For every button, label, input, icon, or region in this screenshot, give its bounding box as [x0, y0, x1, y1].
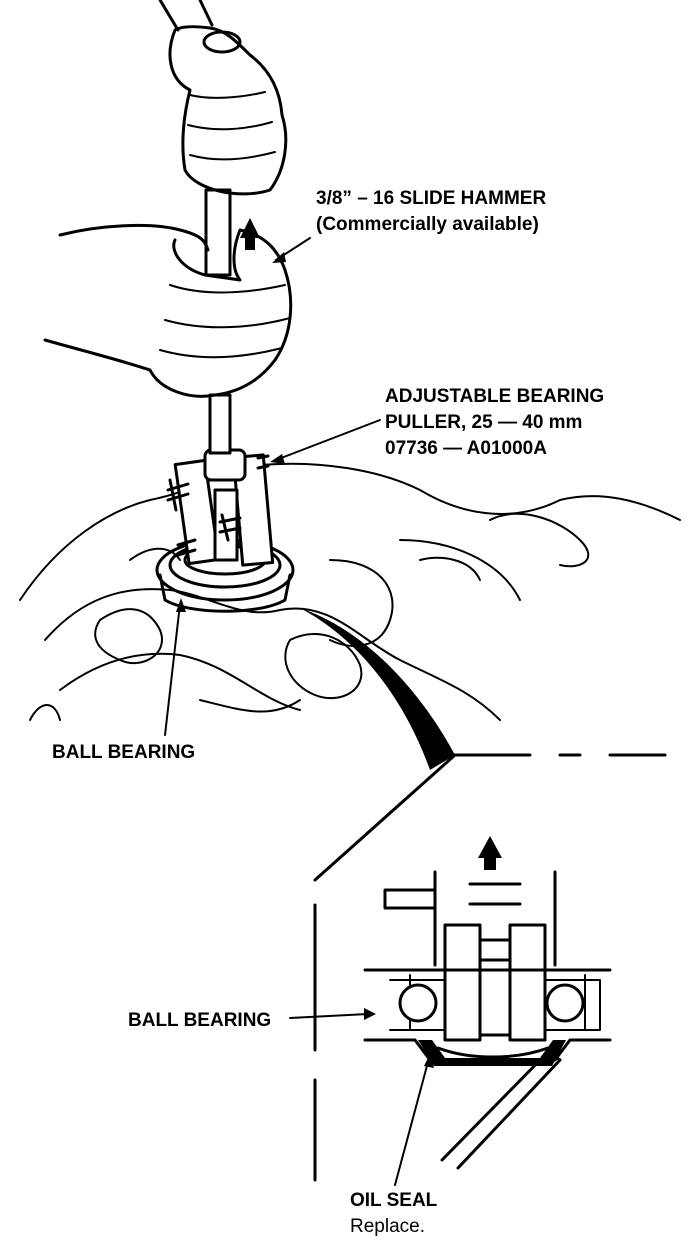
- slide-hammer-leader: [272, 237, 311, 263]
- transmission-case-outline: [19, 462, 681, 721]
- slide-hammer-label-line1: 3/8” – 16 SLIDE HAMMER: [316, 188, 546, 209]
- detail-ball-bearing-leader: [289, 1008, 376, 1020]
- oil-seal-leader: [394, 1054, 434, 1186]
- gloved-hand-lower: [43, 223, 293, 398]
- bearing-puller-label-line3: 07736 — A01000A: [385, 438, 547, 459]
- ball-bearing-top-label: BALL BEARING: [52, 742, 195, 763]
- detail-callout-wedge: [300, 608, 667, 1182]
- detail-screwdriver: [440, 1050, 562, 1170]
- bearing-puller-tool: [166, 448, 275, 567]
- ball-bearing-detail-label: BALL BEARING: [128, 1010, 271, 1031]
- bearing-puller-leader: [270, 419, 381, 464]
- bearing-puller-label-line1: ADJUSTABLE BEARING: [385, 386, 604, 407]
- detail-case-and-puller: [363, 836, 612, 1062]
- oil-seal-label: OIL SEAL: [350, 1190, 438, 1211]
- gloved-hand-upper: [158, 0, 288, 196]
- detail-oil-seal: [418, 1040, 566, 1066]
- ball-bearing-top-leader: [164, 598, 186, 736]
- oil-seal-note: Replace.: [350, 1216, 425, 1237]
- bearing-puller-label-line2: PULLER, 25 — 40 mm: [385, 412, 582, 433]
- slide-hammer-label-line2: (Commercially available): [316, 214, 539, 235]
